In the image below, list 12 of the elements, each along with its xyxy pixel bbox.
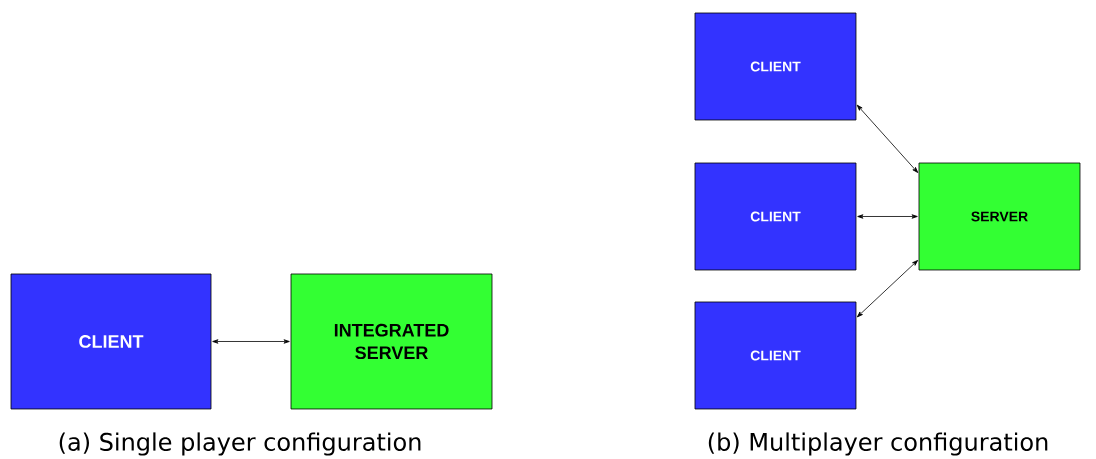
server-box: SERVER <box>918 162 1081 271</box>
arrow <box>212 339 290 344</box>
client-box: CLIENT <box>694 162 857 271</box>
arrow <box>856 104 919 173</box>
client-box: CLIENT <box>10 273 212 410</box>
caption: (a) Single player configuration <box>59 432 421 456</box>
server-box: INTEGRATED SERVER <box>290 273 493 410</box>
arrow <box>856 260 919 318</box>
client-box: CLIENT <box>694 301 857 410</box>
caption: (b) Multiplayer configuration <box>708 432 1048 456</box>
arrow <box>857 214 918 219</box>
client-box: CLIENT <box>694 12 857 121</box>
